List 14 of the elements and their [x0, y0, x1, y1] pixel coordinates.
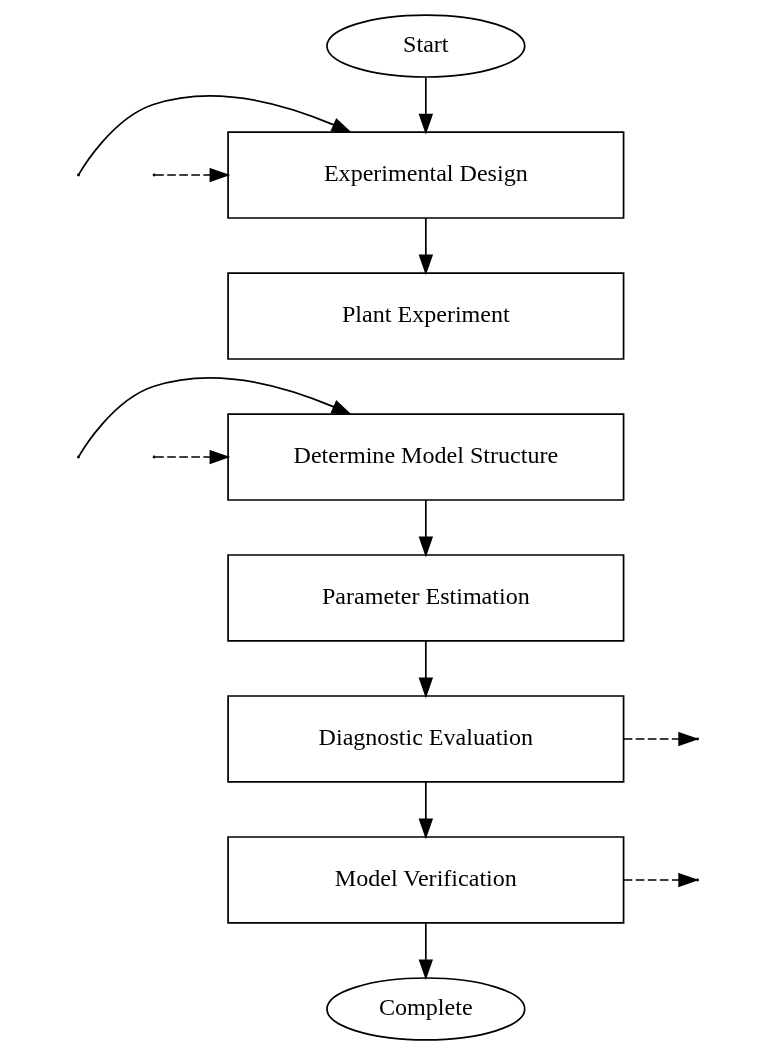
- node-ellipse: Complete: [325, 977, 526, 1041]
- node-box: Experimental Design: [226, 131, 624, 219]
- node-box: Parameter Estimation: [226, 554, 624, 642]
- arrow: [418, 640, 433, 699]
- arrow: [418, 217, 433, 276]
- node-box: Determine Model Structure: [226, 413, 624, 501]
- node-box: Model Verification: [226, 836, 624, 924]
- arrow: [418, 922, 433, 981]
- node-ellipse: Start: [325, 14, 526, 78]
- arrow: [418, 76, 433, 135]
- arrow: [418, 781, 433, 840]
- node-box: Diagnostic Evaluation: [226, 695, 624, 783]
- node-box: Plant Experiment: [226, 272, 624, 360]
- arrow: [418, 499, 433, 558]
